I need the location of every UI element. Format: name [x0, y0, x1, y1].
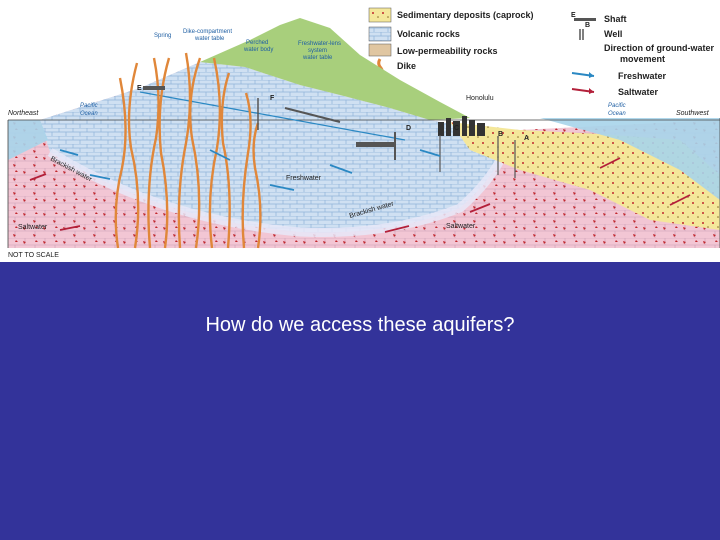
question-panel: How do we access these aquifers? [0, 262, 720, 540]
label-perched-2: water body [243, 47, 273, 53]
hydrogeology-diagram: Sedimentary deposits (caprock) Volcanic … [0, 0, 720, 262]
legend-direction-2: movement [620, 54, 665, 64]
label-northeast: Northeast [8, 110, 39, 117]
shaft-d [356, 142, 396, 147]
label-well-d: D [406, 125, 411, 132]
label-well-a: A [524, 135, 529, 142]
label-freshlens-1: Freshwater-lens [298, 41, 341, 47]
label-spring: Spring [154, 33, 171, 39]
label-saltwater-left: Saltwater [18, 224, 48, 231]
shaft-e [143, 86, 165, 90]
label-dike-wt-1: Dike-compartment [183, 29, 232, 35]
question-text: How do we access these aquifers? [0, 314, 720, 337]
label-well-e: E [137, 85, 142, 92]
label-pacific-right-1: Pacific [608, 103, 626, 109]
legend-low-perm: Low-permeability rocks [397, 46, 498, 56]
label-pacific-left-1: Pacific [80, 103, 98, 109]
low-perm-swatch [369, 44, 391, 56]
legend-saltwater: Saltwater [618, 87, 659, 97]
legend-volcanic: Volcanic rocks [397, 29, 460, 39]
well-letter: B [585, 22, 590, 29]
legend: Sedimentary deposits (caprock) Volcanic … [369, 8, 714, 97]
label-well-b: B [498, 131, 503, 138]
shaft-symbol [574, 18, 596, 21]
label-saltwater-right: Saltwater [446, 223, 476, 230]
label-well-f: F [270, 95, 275, 102]
label-not-to-scale: NOT TO SCALE [8, 252, 59, 259]
label-freshlens-2: system [308, 48, 327, 54]
label-pacific-right-2: Ocean [608, 111, 626, 117]
label-well-c: C [454, 125, 459, 132]
label-dike-wt-2: water table [194, 36, 225, 42]
label-honolulu: Honolulu [466, 95, 494, 102]
label-freshlens-3: water table [302, 55, 333, 61]
legend-dike: Dike [397, 61, 416, 71]
legend-freshwater: Freshwater [618, 71, 667, 81]
legend-sedimentary: Sedimentary deposits (caprock) [397, 10, 534, 20]
label-pacific-left-2: Ocean [80, 111, 98, 117]
shaft-letter: E [571, 12, 576, 19]
legend-direction-1: Direction of ground-water [604, 43, 714, 53]
label-perched-1: Perched [246, 40, 268, 46]
label-freshwater: Freshwater [286, 175, 322, 182]
legend-well: Well [604, 29, 622, 39]
sedimentary-swatch [369, 8, 391, 22]
label-southwest: Southwest [676, 110, 710, 117]
volcanic-swatch [369, 27, 391, 41]
legend-shaft: Shaft [604, 14, 627, 24]
